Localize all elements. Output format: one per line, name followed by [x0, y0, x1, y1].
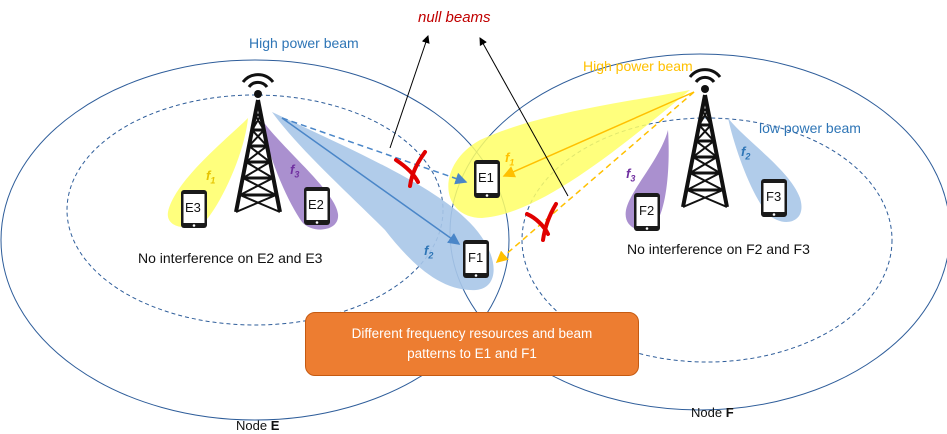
- null-beam-pointer-left: [389, 35, 430, 149]
- freq-f2-node-e: f2: [424, 243, 434, 261]
- device-label-f2: F2: [639, 203, 655, 218]
- node-f-low-beam-label: low power beam: [759, 120, 861, 136]
- null-cross-right: [525, 202, 558, 242]
- dashed-beam-f-to-f1: [495, 91, 695, 263]
- device-label-f1: F1: [468, 250, 484, 265]
- freq-f3-node-e: f3: [290, 162, 300, 180]
- freq-f3-node-f: f3: [626, 166, 636, 184]
- null-beam-pointer-right: [479, 37, 569, 197]
- freq-f1-node-e: f1: [206, 168, 216, 186]
- device-label-e3: E3: [185, 200, 201, 215]
- beam-f-f1-yellow: [448, 90, 690, 218]
- node-f-note: No interference on F2 and F3: [627, 241, 810, 257]
- device-label-e2: E2: [308, 197, 324, 212]
- beam-e-to-f1: [281, 117, 461, 245]
- node-e-beam-label: High power beam: [249, 35, 359, 51]
- beam-f-to-e1: [502, 91, 695, 178]
- node-e-note: No interference on E2 and E3: [138, 250, 323, 266]
- null-cross-left: [394, 150, 427, 188]
- dashed-beam-e-to-e1: [281, 117, 468, 185]
- device-label-f3: F3: [766, 189, 782, 204]
- beam-e-f2-blue: [272, 112, 494, 291]
- callout-line-2: patterns to E1 and F1: [407, 346, 537, 361]
- freq-f2-node-f: f2: [741, 144, 751, 162]
- node-f-beam-label: High power beam: [583, 58, 693, 74]
- freq-f1-node-f: f1: [505, 150, 515, 168]
- device-label-e1: E1: [478, 170, 494, 185]
- node-f-caption: Node F: [691, 405, 734, 420]
- node-e-caption: Node E: [236, 418, 280, 433]
- frequency-resources-callout: Different frequency resources and beam p…: [305, 312, 639, 376]
- node-e-outer-coverage: [0, 59, 510, 421]
- null-beams-title: null beams: [418, 9, 491, 26]
- callout-line-1: Different frequency resources and beam: [351, 326, 593, 341]
